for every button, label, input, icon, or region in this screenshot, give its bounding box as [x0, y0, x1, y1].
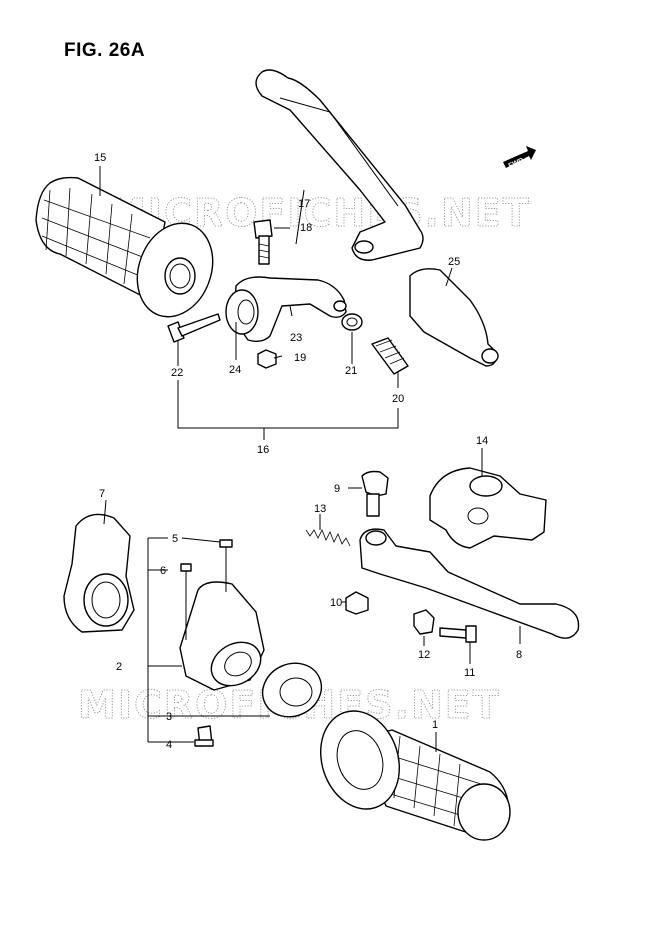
callout-8: 8	[516, 649, 522, 661]
callout-labels: 15 17 18 25 23 19 24 21 22 20 16 14 9 7 …	[94, 152, 522, 751]
part-19-nut	[257, 349, 277, 369]
callout-11: 11	[464, 667, 475, 679]
part-23-lever-holder	[225, 276, 347, 343]
part-1-right-grip	[319, 710, 511, 841]
callout-25: 25	[448, 256, 460, 268]
callout-16: 16	[257, 444, 269, 456]
part-13-spring	[305, 529, 351, 547]
part-14-lever-cover	[429, 467, 547, 549]
callout-19: 19	[294, 352, 306, 364]
callout-2: 2	[116, 661, 122, 673]
callout-15: 15	[94, 152, 106, 164]
callout-16-bracket	[177, 380, 399, 429]
part-11-bolt	[439, 625, 477, 643]
callout-4: 4	[166, 739, 172, 751]
part-12-nut	[413, 609, 435, 635]
callout-7: 7	[99, 488, 105, 500]
forward-arrow-icon: FWD	[503, 146, 536, 170]
part-9-pivot-bolt	[361, 470, 389, 517]
part-7-switch-cover	[63, 513, 135, 633]
callout-24: 24	[229, 364, 241, 376]
part-22-screw	[167, 313, 221, 343]
part-6-screw	[180, 563, 192, 640]
callout-20: 20	[392, 393, 404, 405]
callout-12: 12	[418, 649, 430, 661]
part-3-dial-ring	[261, 662, 323, 718]
part-15-left-grip	[35, 176, 214, 318]
callout-3: 3	[166, 711, 172, 723]
part-17-clutch-lever	[255, 69, 424, 261]
figure-title: FIG. 26A	[64, 40, 146, 61]
callout-14: 14	[476, 435, 488, 447]
callout-21: 21	[345, 365, 357, 377]
part-2-switch-housing	[179, 581, 265, 691]
part-20-cable-adjuster	[371, 337, 409, 375]
callout-1: 1	[432, 719, 438, 731]
part-18-pivot-bolt	[253, 219, 273, 265]
part-8-brake-lever	[359, 528, 580, 639]
part-25-lever-cover	[409, 268, 499, 367]
callout-10: 10	[330, 597, 342, 609]
callout-9: 9	[334, 483, 340, 495]
callout-17: 17	[298, 198, 310, 210]
part-5-screw	[219, 539, 233, 592]
leader-lines	[99, 166, 521, 752]
callout-18: 18	[300, 222, 312, 234]
callout-5: 5	[172, 533, 178, 545]
callout-22: 22	[171, 367, 183, 379]
callout-13: 13	[314, 503, 326, 515]
callout-23: 23	[290, 332, 302, 344]
part-21-locknut	[341, 313, 363, 331]
part-10-nut	[345, 591, 369, 615]
part-4-screw	[194, 725, 214, 747]
callout-6: 6	[160, 565, 166, 577]
